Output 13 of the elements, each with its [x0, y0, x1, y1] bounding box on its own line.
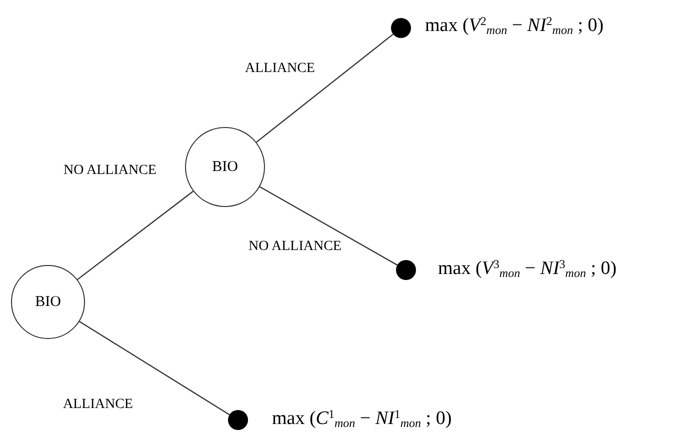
- connector-line: [256, 34, 394, 143]
- payoff-formula: max (C$^{1}$$_{mon}$ − NI$^{1}$$_{mon}$ ; 0): [272, 406, 452, 432]
- connector-line: [77, 190, 194, 280]
- payoff-formula: max (V$^{2}$$_{mon}$ − NI$^{2}$$_{mon}$ ; 0): [425, 13, 604, 39]
- edge-label: ALLIANCE: [244, 60, 316, 78]
- payoff-formula: max (V$^{3}$$_{mon}$ − NI$^{3}$$_{mon}$ ; 0): [438, 256, 617, 282]
- connector-line: [79, 321, 230, 416]
- edge-label: NO ALLIANCE: [62, 162, 158, 180]
- node-label: BIO: [35, 292, 61, 312]
- edge-label: ALLIANCE: [62, 396, 134, 414]
- edge-label: NO ALLIANCE: [248, 238, 342, 256]
- node-label: BIO: [212, 158, 238, 177]
- connector-line: [259, 186, 398, 266]
